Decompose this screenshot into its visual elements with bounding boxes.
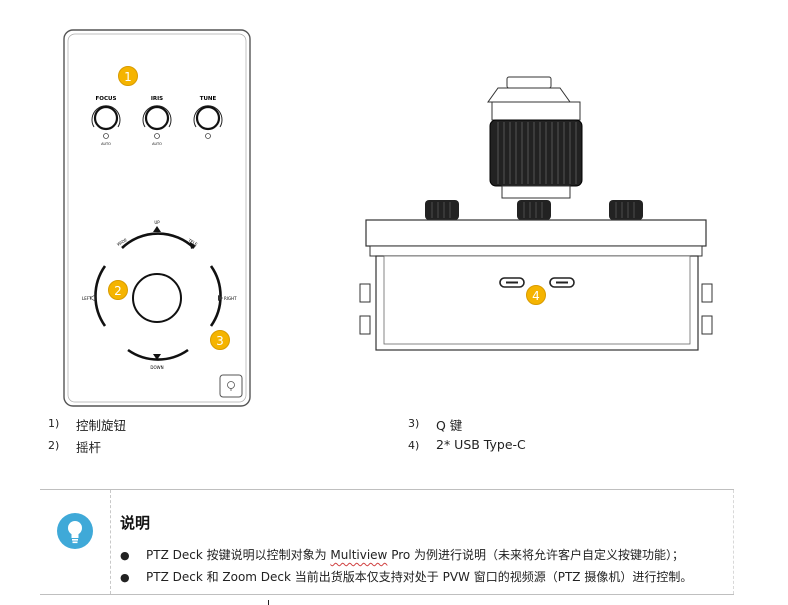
knob-label-iris: IRIS bbox=[151, 96, 163, 102]
legend-text-4: 2* USB Type-C bbox=[436, 437, 526, 452]
marker-4: 4 bbox=[526, 285, 546, 305]
legend-num-3: 3) bbox=[408, 417, 420, 430]
note-title: 说明 bbox=[120, 514, 151, 532]
legend-num-2: 2) bbox=[48, 439, 60, 452]
svg-text:AUTO: AUTO bbox=[101, 142, 111, 146]
usb-c-port-1 bbox=[499, 277, 525, 288]
joystick-label-up: UP bbox=[154, 220, 160, 225]
knob-label-tune: TUNE bbox=[200, 96, 217, 102]
text-cursor bbox=[268, 600, 269, 605]
focus-knob[interactable] bbox=[91, 105, 121, 131]
marker-1: 1 bbox=[118, 66, 138, 86]
note-box: 说明 ●PTZ Deck 按键说明以控制对象为 Multiview Pro 为例… bbox=[40, 489, 734, 595]
joystick-label-left: LEFT bbox=[82, 296, 92, 301]
device-front-view bbox=[359, 76, 713, 351]
device-top-view: FOCUS IRIS TUNE AUTO AUTO UP DOWN LEFT R… bbox=[63, 29, 251, 407]
q-key[interactable] bbox=[219, 374, 243, 398]
lightbulb-icon bbox=[57, 513, 93, 549]
note-item-2: ●PTZ Deck 和 Zoom Deck 当前出货版本仅支持对处于 PVW 窗… bbox=[120, 570, 693, 584]
marker-3: 3 bbox=[210, 330, 230, 350]
joystick-ring bbox=[94, 232, 222, 361]
joystick[interactable] bbox=[132, 273, 182, 323]
joystick-label-wide: WIDE bbox=[116, 237, 128, 247]
legend-text-2: 摇杆 bbox=[76, 440, 102, 455]
joystick-label-down: DOWN bbox=[150, 365, 163, 370]
note-item-1: ●PTZ Deck 按键说明以控制对象为 Multiview Pro 为例进行说… bbox=[120, 548, 685, 562]
svg-text:AUTO: AUTO bbox=[152, 142, 162, 146]
usb-c-port-2 bbox=[549, 277, 575, 288]
tune-knob[interactable] bbox=[193, 105, 223, 131]
legend-num-1: 1) bbox=[48, 417, 60, 430]
knob-label-focus: FOCUS bbox=[96, 96, 117, 102]
legend-num-4: 4) bbox=[408, 439, 420, 452]
legend-text-1: 控制旋钮 bbox=[76, 418, 127, 433]
legend-text-3: Q 键 bbox=[436, 418, 463, 433]
joystick-label-right: RIGHT bbox=[224, 296, 237, 301]
joystick-label-tele: TELE bbox=[187, 237, 199, 247]
iris-knob[interactable] bbox=[142, 105, 172, 131]
marker-2: 2 bbox=[108, 280, 128, 300]
